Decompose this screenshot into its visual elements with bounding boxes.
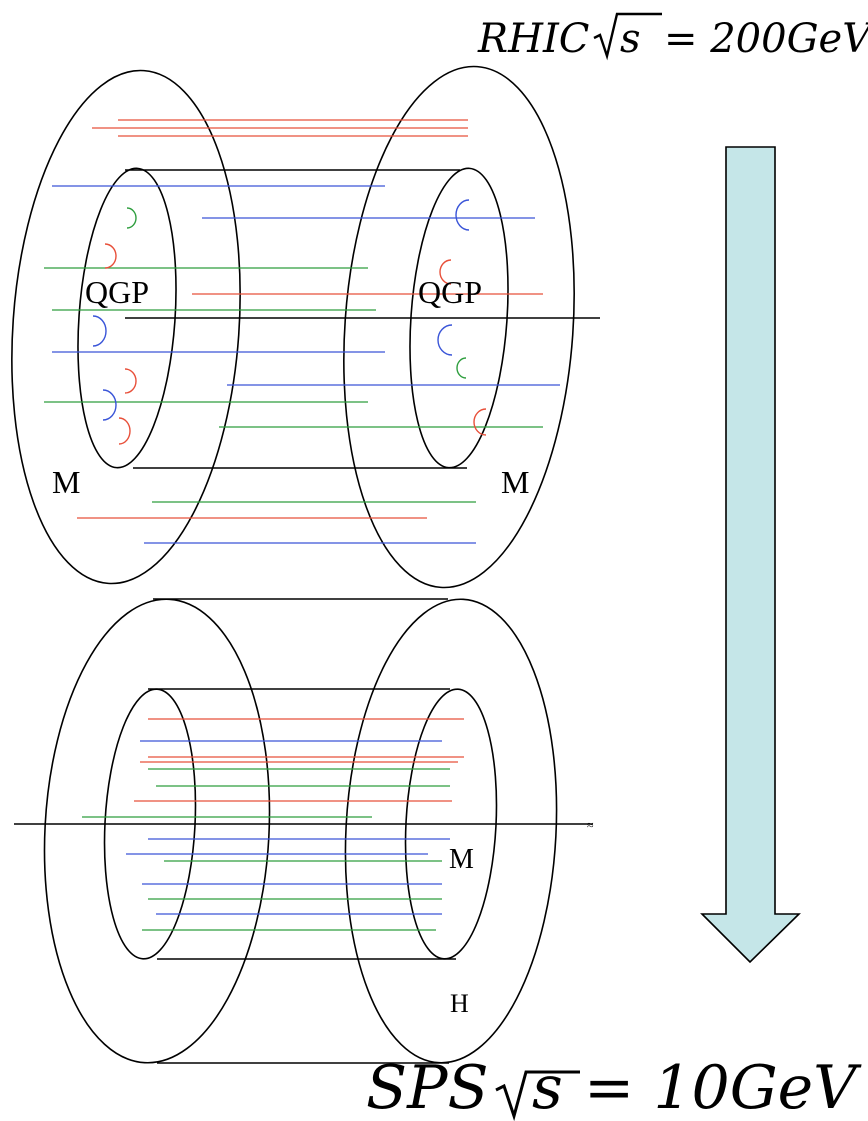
top-label-suffix: = 200GeV bbox=[664, 16, 868, 62]
quark-arc bbox=[473, 408, 487, 436]
top-sqrt-sign bbox=[593, 12, 662, 61]
bottom-label-radicand: s bbox=[532, 1053, 563, 1121]
upper-left-outer-ellipse bbox=[11, 69, 241, 585]
upper-quark-arcs bbox=[92, 199, 487, 445]
bottom-label-prefix: SPS bbox=[366, 1053, 489, 1121]
upper-left-qgp-label: QGP bbox=[85, 274, 149, 310]
lower-axis-tick: ≈ bbox=[587, 818, 594, 832]
lower-diagram: ≈ M H bbox=[14, 598, 594, 1064]
bottom-label-suffix: = 10GeV bbox=[584, 1053, 862, 1121]
upper-tracks bbox=[44, 119, 560, 544]
quark-arc bbox=[92, 315, 107, 347]
lower-h-label: H bbox=[450, 989, 469, 1018]
quark-arc bbox=[439, 259, 452, 285]
quark-arc bbox=[102, 389, 117, 421]
quark-arc bbox=[118, 417, 131, 445]
upper-right-m-label: M bbox=[501, 464, 529, 500]
quark-arc bbox=[104, 243, 117, 269]
upper-right-qgp-label: QGP bbox=[418, 274, 482, 310]
top-energy-label: RHIC bbox=[477, 16, 589, 62]
energy-down-arrow bbox=[700, 146, 801, 964]
top-label-prefix: RHIC bbox=[477, 16, 589, 62]
quark-arc bbox=[456, 357, 467, 379]
upper-right-outer-ellipse bbox=[343, 65, 575, 589]
quark-arc bbox=[126, 207, 137, 229]
quark-arc bbox=[455, 199, 470, 231]
quark-arc bbox=[124, 368, 137, 394]
upper-left-inner-ellipse bbox=[77, 167, 177, 469]
lower-tracks bbox=[82, 718, 464, 931]
quark-arc bbox=[437, 324, 453, 356]
lower-m-label: M bbox=[449, 844, 474, 875]
upper-diagram: QGP QGP M M bbox=[11, 65, 600, 589]
bottom-sqrt-sign bbox=[495, 1070, 580, 1121]
lower-left-outer-ellipse bbox=[43, 598, 271, 1064]
upper-left-m-label: M bbox=[52, 464, 80, 500]
top-label-radicand: s bbox=[620, 16, 641, 62]
